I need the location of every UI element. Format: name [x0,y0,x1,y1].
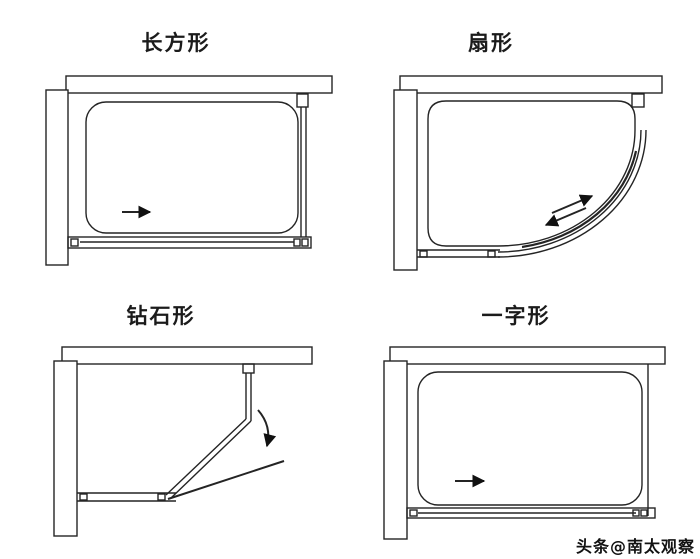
bottom-track [406,507,656,519]
wall-left [383,360,408,540]
track-roller [293,238,301,247]
wall-top [65,75,333,94]
track-roller [640,509,648,517]
track-roller [632,509,640,517]
wall-top [389,346,666,365]
glass-outline [417,371,643,506]
track-roller [409,509,418,517]
watermark: 头条@南太观察 [575,537,695,556]
wall-left [53,360,78,537]
track-roller [487,250,496,258]
panel-label-rectangle: 长方形 [141,31,211,55]
panel-label-fan: 扇形 [468,31,514,55]
track-roller [419,250,428,258]
track-roller [301,238,309,247]
slide-direction-arrow [551,194,594,214]
glass-outline [85,101,299,234]
inline-plan [383,346,666,540]
diagonal-glass-line [170,420,252,499]
curved-door [521,150,638,249]
rectangle-plan [45,75,333,266]
track-roller [79,493,88,501]
bottom-track [67,236,312,249]
wall-left [45,89,69,266]
top-bracket [296,93,309,108]
glass-outline [427,100,636,247]
wall-top [61,346,313,365]
slide-direction-arrow [544,207,587,227]
curved-track [497,129,647,258]
top-bracket [242,363,255,374]
wall-left [393,89,418,271]
panel-label-diamond: 钻石形 [126,304,196,328]
fan-plan [393,75,663,271]
top-bracket [631,93,645,108]
track-roller [157,493,166,501]
swing-direction-arrow [257,409,277,448]
diagonal-glass-line [165,418,247,496]
wall-top [399,75,663,94]
diamond-plan [53,346,313,537]
curved-track [497,129,642,253]
track-roller [70,238,79,247]
panel-label-inline: 一字形 [481,304,551,328]
open-door-line [167,460,285,500]
